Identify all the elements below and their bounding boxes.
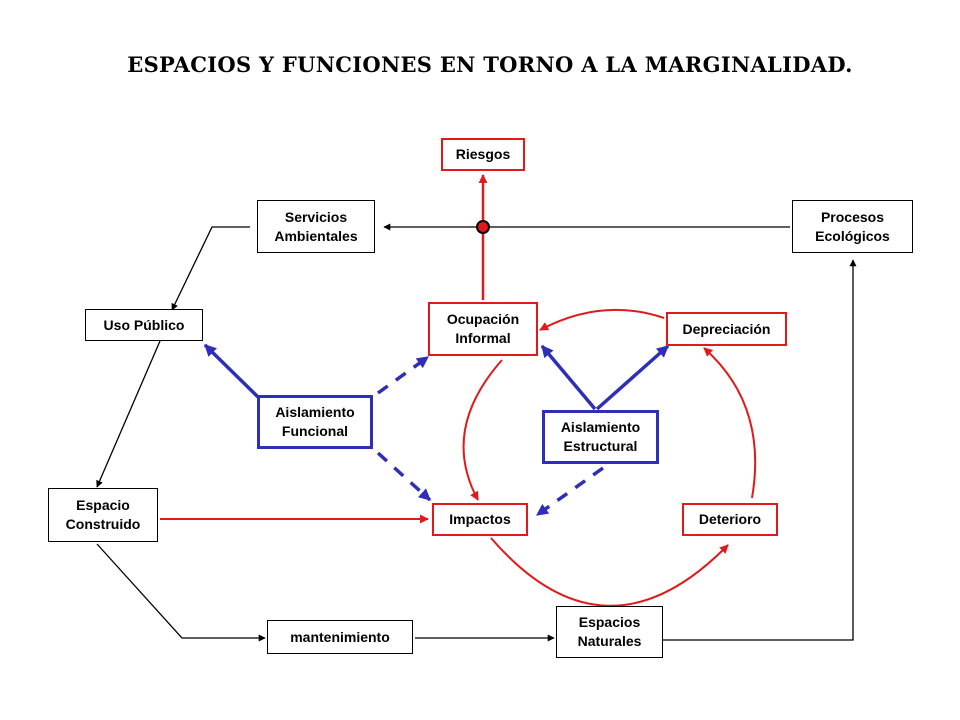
node-uso-publico: Uso Público xyxy=(85,309,203,341)
diagram-title: ESPACIOS Y FUNCIONES EN TORNO A LA MARGI… xyxy=(127,52,853,77)
arrow-uso-publico-to-espacio-construido xyxy=(96,340,161,488)
arrow-espacios-naturales-to-procesos xyxy=(663,259,857,641)
node-impactos: Impactos xyxy=(432,503,528,536)
node-deterioro: Deterioro xyxy=(682,503,778,536)
arrow-funcional-to-uso-publico xyxy=(203,343,260,399)
arrow-estructural-to-ocupacion xyxy=(540,344,597,411)
node-ocupacion-informal: Ocupación Informal xyxy=(428,302,538,356)
node-depreciacion: Depreciación xyxy=(666,312,787,346)
node-servicios-ambientales: Servicios Ambientales xyxy=(257,200,375,253)
node-aislamiento-estructural: Aislamiento Estructural xyxy=(542,410,659,464)
arrow-funcional-to-ocupacion xyxy=(376,355,430,395)
arrow-estructural-to-impactos xyxy=(535,466,605,517)
arrow-espacio-construido-to-mantenimiento xyxy=(96,543,266,642)
arc-depreciacion-to-ocupacion xyxy=(539,308,665,331)
arrow-servicios-to-uso-publico xyxy=(171,226,250,311)
node-espacios-naturales: Espacios Naturales xyxy=(556,606,663,658)
node-riesgos: Riesgos xyxy=(441,138,525,171)
node-aislamiento-funcional: Aislamiento Funcional xyxy=(257,395,373,449)
arc-impactos-to-deterioro xyxy=(490,537,729,607)
junction-dot xyxy=(476,220,490,234)
node-procesos-ecologicos: Procesos Ecológicos xyxy=(792,200,913,253)
node-mantenimiento: mantenimiento xyxy=(267,620,413,654)
arc-deterioro-to-depreciacion xyxy=(703,347,757,499)
arrow-estructural-to-depreciacion xyxy=(595,344,670,411)
arc-ocupacion-to-impactos xyxy=(462,359,503,501)
node-espacio-construido: Espacio Construido xyxy=(48,488,158,542)
arrow-funcional-to-impactos xyxy=(376,451,432,502)
